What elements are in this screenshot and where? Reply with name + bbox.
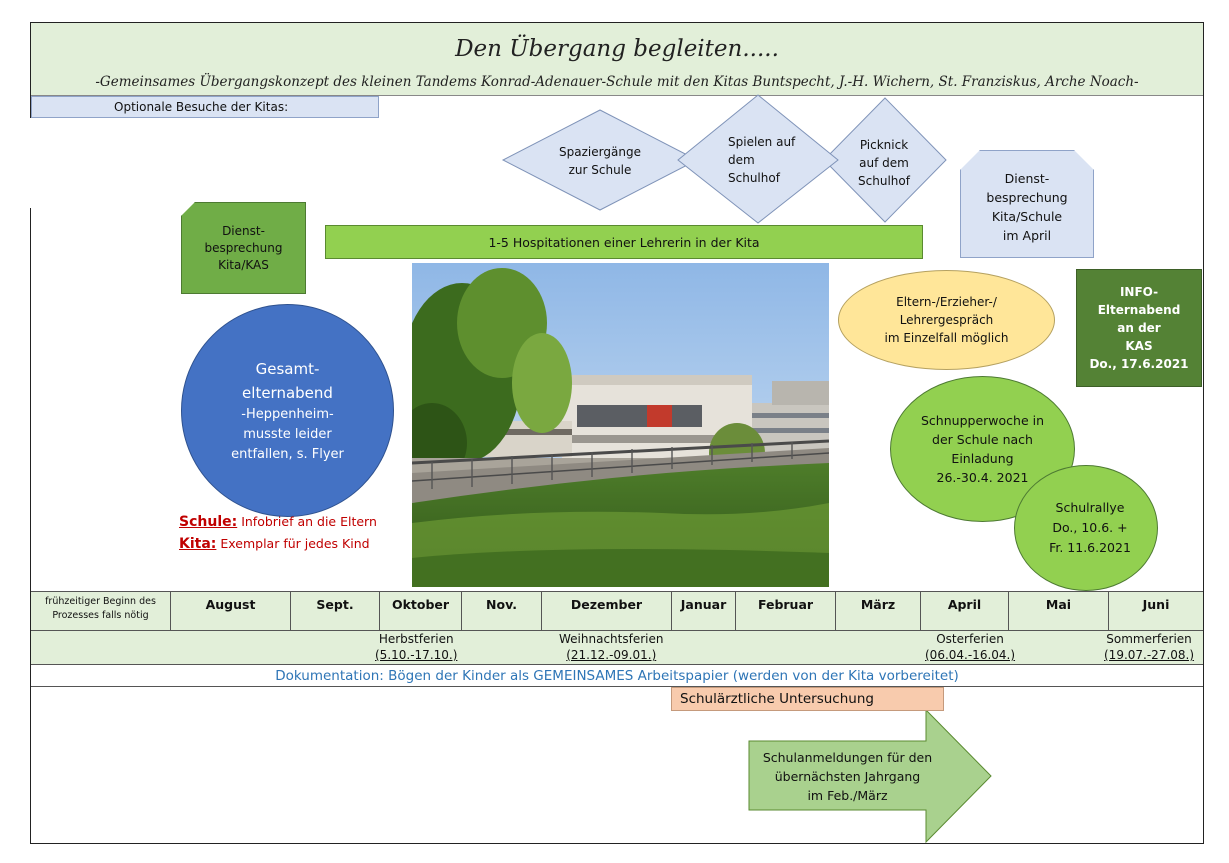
month-cell: Dezember xyxy=(542,592,672,630)
page-subtitle: -Gemeinsames Übergangskonzept des kleine… xyxy=(95,74,1139,90)
month-cell: Januar xyxy=(672,592,736,630)
frame-gap xyxy=(29,118,32,208)
sommerferien: Sommerferien(19.07.-27.08.) xyxy=(1104,632,1195,662)
dokumentation-row: Dokumentation: Bögen der Kinder als GEME… xyxy=(31,665,1203,687)
month-cell: April xyxy=(921,592,1009,630)
month-cell: März xyxy=(836,592,921,630)
month-cell: August xyxy=(171,592,291,630)
hospitation-bar: 1-5 Hospitationen einer Lehrerin in der … xyxy=(325,225,923,259)
holidays-row: Herbstferien(5.10.-17.10.) Weihnachtsfer… xyxy=(31,631,1203,665)
page-title: Den Übergang begleiten..... xyxy=(455,36,779,62)
school-photo xyxy=(412,263,829,587)
month-cell: Februar xyxy=(736,592,836,630)
anmeldung-arrow xyxy=(748,708,992,844)
weihnachtsferien: Weihnachtsferien(21.12.-09.01.) xyxy=(559,632,664,662)
optional-visits-label: Optionale Besuche der Kitas: xyxy=(31,96,379,118)
herbstferien: Herbstferien(5.10.-17.10.) xyxy=(375,632,458,662)
diagram-frame xyxy=(30,22,1204,844)
diamond-spielen xyxy=(677,94,839,224)
note-schule-label: Schule: xyxy=(179,514,238,530)
diamond-picknick xyxy=(823,97,947,223)
month-cell: Mai xyxy=(1009,592,1109,630)
diamond-spaziergaenge xyxy=(501,109,699,211)
month-cell: Oktober xyxy=(380,592,462,630)
gesamtelternabend-circle: Gesamt-elternabend -Heppenheim-musste le… xyxy=(181,304,394,517)
info-notes: Schule: Infobrief an die Eltern Kita: Ex… xyxy=(179,511,377,555)
month-cell: Nov. xyxy=(462,592,542,630)
osterferien: Osterferien(06.04.-16.04.) xyxy=(925,632,1016,662)
month-cell: Juni xyxy=(1142,597,1170,612)
note-kita-label: Kita: xyxy=(179,536,217,552)
month-cell: Sept. xyxy=(291,592,380,630)
note-kita-text: Exemplar für jedes Kind xyxy=(216,536,370,551)
header-band xyxy=(31,23,1203,96)
schularzt-box: Schulärztliche Untersuchung xyxy=(671,687,944,711)
note-schule-text: Infobrief an die Eltern xyxy=(237,514,377,529)
